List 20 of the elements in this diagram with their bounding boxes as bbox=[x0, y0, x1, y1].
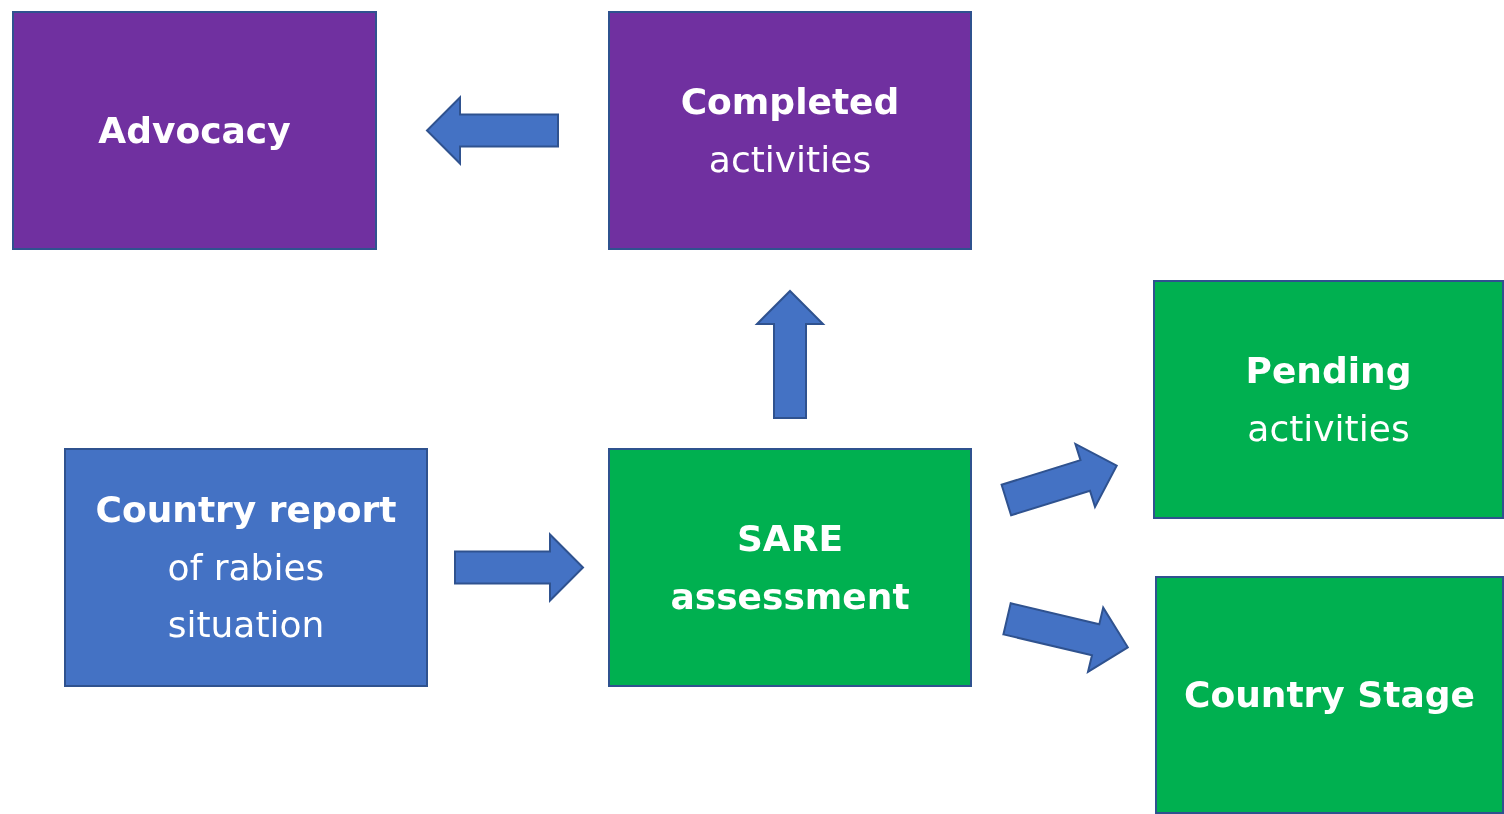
block-arrow bbox=[425, 95, 559, 166]
box-heading: Advocacy bbox=[98, 108, 291, 153]
process-box bbox=[1153, 280, 1504, 519]
process-box bbox=[1155, 576, 1504, 814]
block-arrow bbox=[754, 289, 826, 419]
box-heading: Pending bbox=[1245, 348, 1412, 393]
process-box bbox=[608, 11, 972, 250]
box-heading: Completed bbox=[680, 79, 900, 124]
box-text: activities bbox=[708, 137, 872, 182]
box-heading: SARE assessment bbox=[669, 516, 911, 619]
box-heading: Country report bbox=[95, 488, 397, 533]
box-heading: Country Stage bbox=[1184, 673, 1475, 718]
block-arrow bbox=[454, 532, 585, 603]
box-text: activities bbox=[1247, 406, 1410, 451]
block-arrow bbox=[1000, 441, 1119, 517]
process-box bbox=[608, 448, 972, 687]
box-text: of rabies situation bbox=[166, 545, 326, 648]
process-box bbox=[12, 11, 377, 250]
block-arrow bbox=[1002, 602, 1130, 674]
process-box bbox=[64, 448, 428, 687]
